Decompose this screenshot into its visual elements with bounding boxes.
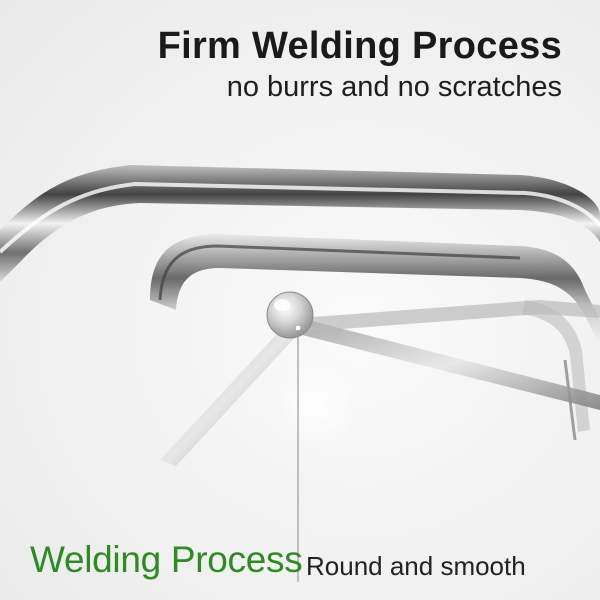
- callout-label: Welding Process: [30, 539, 303, 580]
- headline-title: Firm Welding Process: [157, 25, 562, 67]
- callout-description: Round and smooth: [306, 551, 526, 581]
- headline: Firm Welding Process no burrs and no scr…: [158, 26, 562, 104]
- headline-subtitle: no burrs and no scratches: [226, 71, 562, 103]
